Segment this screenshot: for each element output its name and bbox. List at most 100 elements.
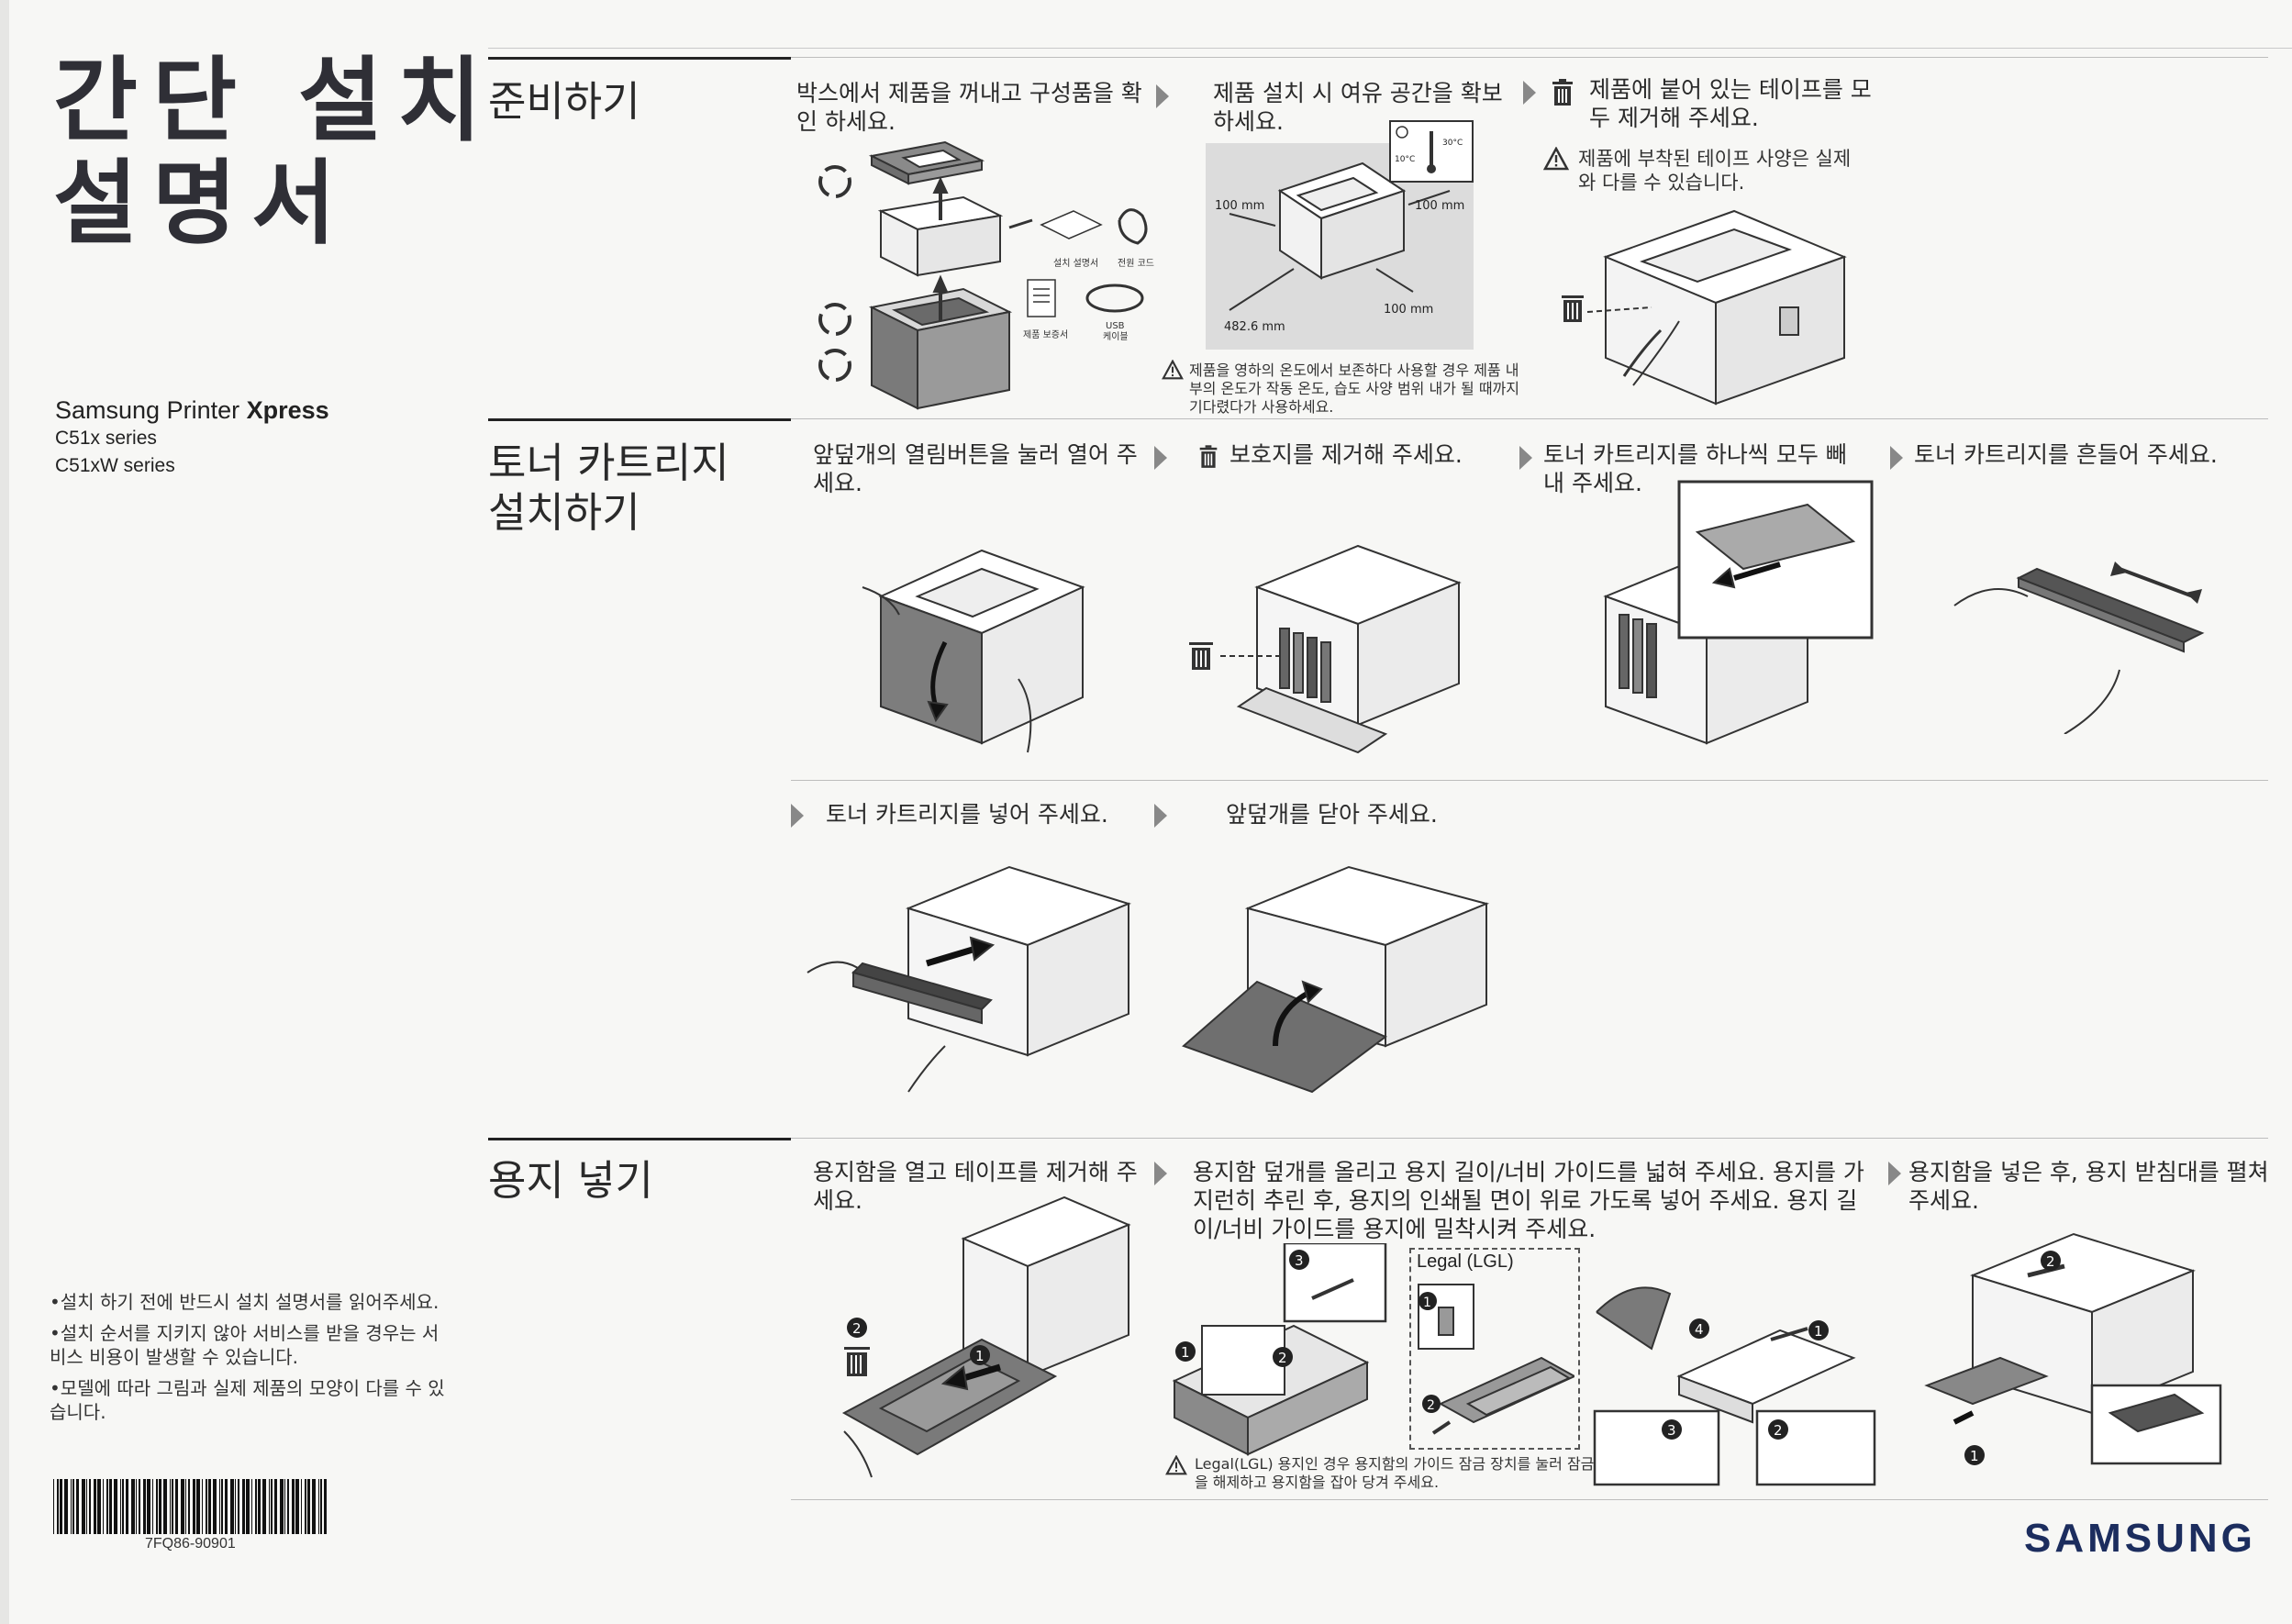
barcode-bar	[235, 1479, 236, 1534]
svg-text:2: 2	[852, 1320, 862, 1337]
barcode-bar	[53, 1479, 54, 1534]
item-usb-label-2: 케이블	[1103, 331, 1129, 342]
trash-icon	[844, 1347, 870, 1376]
temp-high: 30°C	[1442, 139, 1463, 148]
barcode-bar	[246, 1479, 250, 1534]
remove-tape-illustration	[1562, 209, 1847, 406]
step-arrow-icon	[1154, 804, 1167, 828]
barcode-bar	[60, 1479, 62, 1534]
barcode-bar	[86, 1479, 87, 1534]
recycle-icon	[818, 165, 851, 382]
legal-label: Legal (LGL)	[1417, 1251, 1514, 1272]
remove-cartridges-illustration	[1603, 480, 1874, 745]
main-title-line2: 설명서	[53, 150, 350, 257]
barcode-bar	[312, 1479, 316, 1534]
divider	[791, 57, 2268, 58]
svg-text:1: 1	[1970, 1448, 1979, 1464]
paper-step3-text: 용지함을 넣은 후, 용지 받침대를 펼쳐 주세요.	[1908, 1159, 2269, 1214]
barcode-bar	[109, 1479, 112, 1534]
barcode-bar	[64, 1479, 68, 1534]
barcode-bar	[258, 1479, 261, 1534]
trash-icon	[1562, 295, 1584, 322]
extend-guides-illustration: 1 2 3	[1172, 1243, 1387, 1456]
prepare-step3-warning: 제품에 부착된 테이프 사양은 실제와 다를 수 있습니다.	[1578, 148, 1852, 194]
barcode-bar	[131, 1479, 135, 1534]
svg-text:2: 2	[1427, 1398, 1435, 1413]
barcode-bar	[72, 1479, 74, 1534]
step-arrow-icon	[1519, 446, 1532, 470]
barcode-bar	[126, 1479, 128, 1534]
item-warranty-label: 제품 보증서	[1023, 329, 1068, 340]
clearance-right: 100 mm	[1415, 199, 1464, 213]
barcode-bar	[221, 1479, 223, 1534]
top-rule	[488, 0, 2292, 49]
barcode-bar	[122, 1479, 124, 1534]
toner-step5-text: 토너 카트리지를 넣어 주세요.	[826, 801, 1108, 828]
barcode-bar	[280, 1479, 284, 1534]
temp-low: 10°C	[1395, 155, 1415, 164]
product-name: Xpress	[246, 396, 329, 424]
insert-tray-illustration: 2 1	[1924, 1232, 2222, 1465]
barcode-bar	[295, 1479, 299, 1534]
barcode-bar	[71, 1479, 72, 1534]
item-usb-label-1: USB	[1106, 321, 1125, 331]
prepare-step2-text: 제품 설치 시 여유 공간을 확보 하세요.	[1213, 80, 1503, 135]
barcode-bar	[320, 1479, 322, 1534]
svg-text:2: 2	[2046, 1253, 2055, 1270]
callout-1	[970, 1345, 990, 1365]
warning-icon	[1165, 1455, 1187, 1475]
page-edge	[0, 0, 9, 1624]
barcode-bar	[181, 1479, 184, 1534]
divider	[791, 1138, 2268, 1139]
svg-text:1: 1	[1814, 1323, 1823, 1340]
svg-text:3: 3	[1295, 1252, 1304, 1269]
barcode-bar	[193, 1479, 195, 1534]
toner-step6-text: 앞덮개를 닫아 주세요.	[1226, 801, 1438, 828]
product-brand: Samsung Printer	[55, 396, 247, 424]
toner-step4-text: 토너 카트리지를 흔들어 주세요.	[1914, 441, 2218, 468]
clearance-back: 100 mm	[1384, 303, 1433, 317]
toner-step2-text: 보호지를 제거해 주세요.	[1229, 441, 1463, 468]
toner-step1-text: 앞덮개의 열림버튼을 눌러 열어 주세요.	[813, 441, 1138, 496]
barcode-bar	[89, 1479, 91, 1534]
barcode-bar	[305, 1479, 306, 1534]
barcode-bar	[271, 1479, 273, 1534]
note-2: •설치 순서를 지키지 않아 서비스를 받을 경우는 서비스 비용이 발생할 수…	[50, 1322, 439, 1368]
clearance-front: 482.6 mm	[1224, 320, 1285, 334]
barcode-bar	[251, 1479, 252, 1534]
barcode-number: 7FQ86-90901	[145, 1536, 236, 1552]
paper-step1-text: 용지함을 열고 테이프를 제거해 주세요.	[813, 1159, 1138, 1214]
divider	[791, 1499, 2268, 1500]
barcode-bar	[156, 1479, 158, 1534]
item-power-cord-label: 전원 코드	[1118, 258, 1154, 269]
cover-notes: •설치 하기 전에 반드시 설치 설명서를 읽어주세요. •설치 순서를 지키지…	[50, 1290, 453, 1431]
section-rule-paper	[488, 1138, 791, 1140]
step-arrow-icon	[1154, 446, 1167, 470]
product-title: Samsung Printer Xpress	[55, 396, 329, 425]
barcode-bar	[255, 1479, 257, 1534]
paper-step2-text: 용지함 덮개를 올리고 용지 길이/너비 가이드를 넓혀 주세요. 용지를 가지…	[1193, 1159, 1864, 1242]
barcode-bar	[274, 1479, 277, 1534]
close-front-cover-illustration	[1182, 865, 1490, 1094]
barcode-bar	[94, 1479, 96, 1534]
section-rule-toner	[488, 418, 791, 421]
svg-text:4: 4	[1695, 1321, 1704, 1338]
barcode-bar	[159, 1479, 161, 1534]
step-arrow-icon	[1154, 1162, 1167, 1185]
barcode-bar	[202, 1479, 203, 1534]
barcode-bar	[163, 1479, 167, 1534]
barcode-bar	[307, 1479, 310, 1534]
note-3: •모델에 따라 그림과 실제 제품의 모양이 다를 수 있습니다.	[50, 1377, 445, 1423]
barcode-bar	[136, 1479, 137, 1534]
barcode-bar	[114, 1479, 117, 1534]
barcode-bar	[82, 1479, 85, 1534]
barcode	[53, 1479, 327, 1534]
clearance-illustration: 100 mm 100 mm 482.6 mm 100 mm 10°C 30°C	[1206, 120, 1474, 350]
shake-cartridge-illustration	[1953, 562, 2205, 734]
remove-protective-sheet-illustration	[1189, 544, 1462, 754]
barcode-bar	[225, 1479, 228, 1534]
legal-paper-inset	[1409, 1248, 1580, 1450]
note-1: •설치 하기 전에 반드시 설치 설명서를 읽어주세요.	[50, 1291, 439, 1313]
barcode-bar	[103, 1479, 104, 1534]
